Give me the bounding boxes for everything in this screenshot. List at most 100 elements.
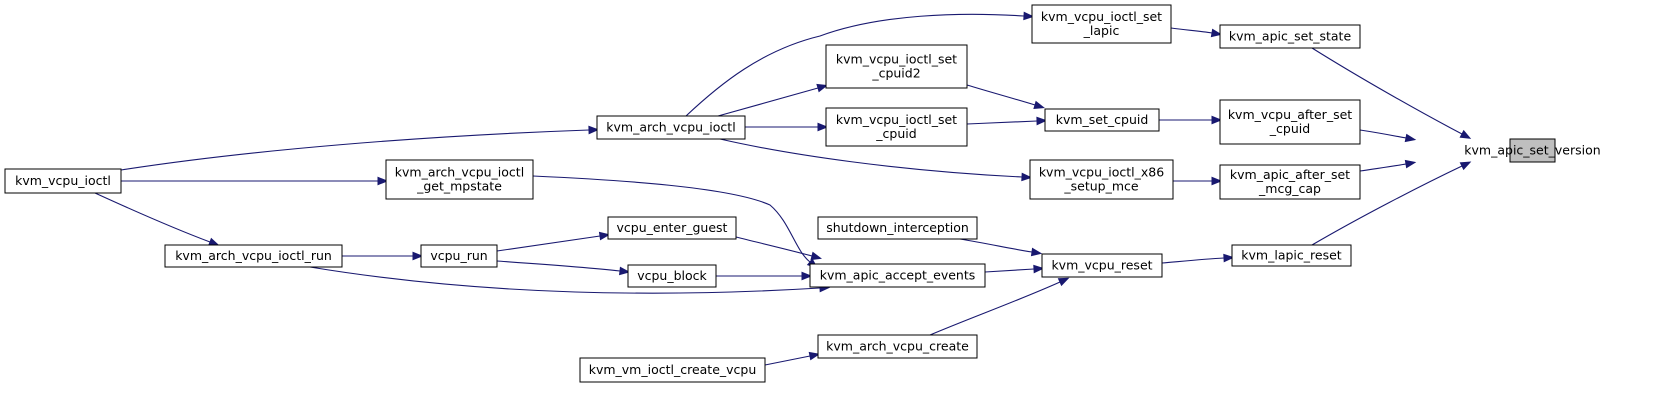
arrow-head [1021, 172, 1033, 182]
edge-vcpu_ioctl-to-ioctl_run [94, 192, 220, 246]
node-box [627, 264, 717, 288]
node-label: kvm_apic_set_state [1229, 29, 1352, 44]
edge-create_vcpu-to-arch_create [764, 351, 821, 366]
node-label: _cpuid [875, 126, 916, 141]
node-accept-events[interactable]: kvm_apic_accept_events [809, 263, 986, 288]
edge-vcpu_run-to-vcpu_block [496, 260, 631, 276]
arrow-head [1033, 264, 1045, 274]
node-ioctl-set-lapic[interactable]: kvm_vcpu_ioctl_set_lapic [1031, 4, 1172, 44]
node-label: kvm_set_cpuid [1056, 112, 1149, 127]
edge-line [966, 120, 1038, 125]
node-label: kvm_vcpu_ioctl_set [1041, 9, 1162, 24]
edge-vcpu_run-to-enter_guest [496, 231, 611, 252]
node-vcpu-run[interactable]: vcpu_run [420, 244, 498, 268]
node-box [1219, 24, 1361, 49]
arrow-head [810, 251, 822, 261]
node-vcpu-ioctl[interactable]: kvm_vcpu_ioctl [4, 168, 122, 194]
edge-line [685, 13, 1025, 117]
node-get-mpstate[interactable]: kvm_arch_vcpu_ioctl_get_mpstate [385, 159, 534, 200]
arrow-head [1033, 100, 1045, 109]
node-label: kvm_lapic_reset [1241, 248, 1341, 263]
node-lapic-reset[interactable]: kvm_lapic_reset [1231, 244, 1352, 267]
node-enter-guest[interactable]: vcpu_enter_guest [607, 216, 737, 240]
edge-lapic_reset-to-version [1311, 161, 1472, 246]
arrow-head [801, 271, 813, 281]
edge-arch_create-to-vcpu_reset [929, 277, 1070, 336]
node-arch-create[interactable]: kvm_arch_vcpu_create [817, 334, 978, 359]
node-box [164, 244, 343, 268]
edge-after_mcg-to-version [1359, 159, 1417, 172]
node-version: kvm_apic_set_version [1464, 138, 1601, 163]
node-label: kvm_vm_ioctl_create_vcpu [589, 362, 757, 377]
node-box [817, 216, 978, 240]
edge-line [1311, 165, 1463, 246]
edge-set_state-to-version [1311, 47, 1472, 139]
node-box [607, 216, 737, 240]
node-ioctl-set-cpuid[interactable]: kvm_vcpu_ioctl_set_cpuid [825, 107, 968, 147]
edge-accept_events-to-vcpu_reset [984, 264, 1045, 274]
node-box [596, 115, 746, 140]
node-label: kvm_vcpu_reset [1051, 258, 1152, 273]
node-label: kvm_arch_vcpu_ioctl [395, 165, 524, 180]
arrow-head [1459, 161, 1472, 171]
node-box [809, 263, 986, 288]
edge-arch_ioctl-to-ioctl_set_cpuid [745, 122, 829, 132]
arrow-head [808, 351, 821, 361]
node-label: kvm_vcpu_after_set [1228, 107, 1352, 122]
arrow-head [1459, 129, 1472, 139]
arrow-head [1404, 133, 1417, 143]
node-label: kvm_vcpu_ioctl_x86 [1039, 165, 1164, 180]
edge-setup_mce-to-after_mcg [1172, 176, 1223, 186]
node-shutdown[interactable]: shutdown_interception [817, 216, 978, 240]
node-label: vcpu_run [430, 248, 487, 263]
edge-vcpu_block-to-accept_events [716, 271, 813, 281]
edge-after_cpuid-to-version [1359, 129, 1417, 143]
node-label: kvm_vcpu_ioctl [15, 173, 111, 188]
node-label: kvm_vcpu_ioctl_set [836, 52, 957, 67]
edge-line [1170, 27, 1213, 34]
node-vcpu-reset[interactable]: kvm_vcpu_reset [1041, 253, 1163, 278]
node-setup-mce[interactable]: kvm_vcpu_ioctl_x86_setup_mce [1029, 159, 1174, 200]
edge-enter_guest-to-accept_events [735, 236, 822, 261]
edge-ioctl_set_cpuid-to-set_cpuid [966, 116, 1048, 126]
edge-ioctl_set_lapic-to-set_state [1170, 27, 1223, 38]
node-set-state[interactable]: kvm_apic_set_state [1219, 24, 1361, 49]
arrow-head [1211, 115, 1223, 125]
edge-line [309, 266, 821, 294]
node-label: kvm_arch_vcpu_ioctl [606, 120, 735, 135]
node-label: vcpu_enter_guest [617, 220, 728, 235]
node-label: kvm_vcpu_ioctl_set [836, 112, 957, 127]
edge-line [984, 268, 1035, 273]
node-box [1041, 253, 1163, 278]
arrow-head [1223, 253, 1235, 263]
edge-line [120, 129, 590, 171]
node-ioctl-run[interactable]: kvm_arch_vcpu_ioctl_run [164, 244, 343, 268]
node-label: kvm_apic_set_version [1464, 143, 1600, 158]
arrow-head [1023, 11, 1035, 21]
edge-line [929, 281, 1061, 336]
edges-layer [94, 11, 1472, 366]
node-set-cpuid[interactable]: kvm_set_cpuid [1044, 108, 1160, 132]
node-label: kvm_apic_accept_events [820, 268, 976, 283]
node-label: kvm_arch_vcpu_create [826, 339, 969, 354]
arrow-head [588, 125, 600, 135]
node-box [825, 44, 968, 89]
node-after-mcg[interactable]: kvm_apic_after_set_mcg_cap [1219, 164, 1361, 200]
node-label: _setup_mce [1063, 179, 1139, 194]
node-create-vcpu[interactable]: kvm_vm_ioctl_create_vcpu [579, 357, 766, 383]
edge-line [532, 175, 811, 263]
node-box [825, 107, 968, 147]
edge-line [1359, 163, 1407, 172]
node-box [420, 244, 498, 268]
arrow-head [207, 237, 220, 246]
node-box [1044, 108, 1160, 132]
edge-line [717, 87, 819, 117]
edge-line [735, 236, 813, 257]
edge-line [1311, 47, 1463, 135]
node-vcpu-block[interactable]: vcpu_block [627, 264, 717, 288]
arrow-head [598, 231, 611, 241]
node-ioctl-set-cpuid2[interactable]: kvm_vcpu_ioctl_set_cpuid2 [825, 44, 968, 89]
node-arch-ioctl[interactable]: kvm_arch_vcpu_ioctl [596, 115, 746, 140]
node-after-cpuid[interactable]: kvm_vcpu_after_set_cpuid [1219, 99, 1361, 145]
